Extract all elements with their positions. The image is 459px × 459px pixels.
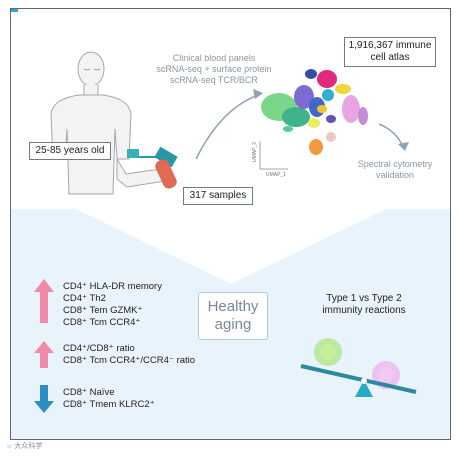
assay-item: Clinical blood panels xyxy=(172,53,256,63)
samples-label: 317 samples xyxy=(183,187,253,205)
cell-type-item: CD8⁺ Tem GZMK⁺ xyxy=(63,305,143,316)
up-arrow-group2-icon xyxy=(34,341,54,368)
seesaw-icon xyxy=(300,338,417,397)
cytometry-line1: Spectral cytometry xyxy=(357,159,433,169)
flow-arrow-to-atlas xyxy=(195,93,262,160)
watermark-text: 大众科学 xyxy=(14,443,43,450)
atlas-label-line2: cell atlas xyxy=(370,52,410,63)
flow-arrow-to-cytometry xyxy=(378,123,404,148)
up-arrow-group1-icon xyxy=(34,279,54,323)
cytometry-line2: validation xyxy=(375,170,415,180)
atlas-label: 1,916,367 immune cell atlas xyxy=(344,37,436,67)
corner-accent xyxy=(11,9,18,12)
atlas-label-line1: 1,916,367 immune xyxy=(348,40,432,51)
decreased-cells-group: CD8⁺ Naïve CD8⁺ Tmem KLRC2⁺ xyxy=(63,387,155,411)
immunity-label: Type 1 vs Type 2 immunity reactions xyxy=(304,293,424,317)
increased-cells-group2: CD4⁺/CD8⁺ ratio CD8⁺ Tcm CCR4⁺/CCR4⁻ rat… xyxy=(63,343,195,367)
watermark: ☼ 大众科学 xyxy=(6,441,42,451)
blood-tube-icon xyxy=(127,146,178,189)
assay-item: scRNA-seq + surface protein xyxy=(156,64,272,74)
cell-type-item: CD8⁺ Naïve xyxy=(63,387,115,398)
cell-ratio-item: CD4⁺/CD8⁺ ratio xyxy=(63,343,135,354)
increased-cells-group1: CD4⁺ HLA-DR memory CD4⁺ Th2 CD8⁺ Tem GZM… xyxy=(63,281,162,329)
assay-item: scRNA-seq TCR/BCR xyxy=(170,75,258,85)
umap-x-label: UMAP_1 xyxy=(266,172,287,178)
figure-frame: 25-85 years old 317 samples 1,916,367 im… xyxy=(10,8,451,440)
human-figure-icon xyxy=(50,51,166,195)
assays-list: Clinical blood panels scRNA-seq + surfac… xyxy=(149,53,279,86)
healthy-aging-line1: Healthy xyxy=(207,298,259,315)
umap-axes-icon xyxy=(259,141,288,170)
cell-type-item: CD8⁺ Tmem KLRC2⁺ xyxy=(63,399,155,410)
age-label: 25-85 years old xyxy=(29,142,111,160)
cytometry-label: Spectral cytometry validation xyxy=(351,159,439,181)
down-arrow-icon xyxy=(34,385,54,413)
cell-type-item: CD8⁺ Tcm CCR4⁺ xyxy=(63,317,141,328)
immunity-line1: Type 1 vs Type 2 xyxy=(326,293,402,304)
cell-type-item: CD4⁺ Th2 xyxy=(63,293,106,304)
immunity-line2: immunity reactions xyxy=(322,305,406,316)
cell-type-item: CD4⁺ HLA-DR memory xyxy=(63,281,162,292)
healthy-aging-label: Healthy aging xyxy=(198,292,268,340)
watermark-icon: ☼ xyxy=(6,443,13,450)
healthy-aging-line2: aging xyxy=(214,316,252,333)
umap-clusters-icon xyxy=(261,69,368,155)
cell-ratio-item: CD8⁺ Tcm CCR4⁺/CCR4⁻ ratio xyxy=(63,355,196,366)
umap-y-label: UMAP_2 xyxy=(252,141,259,163)
